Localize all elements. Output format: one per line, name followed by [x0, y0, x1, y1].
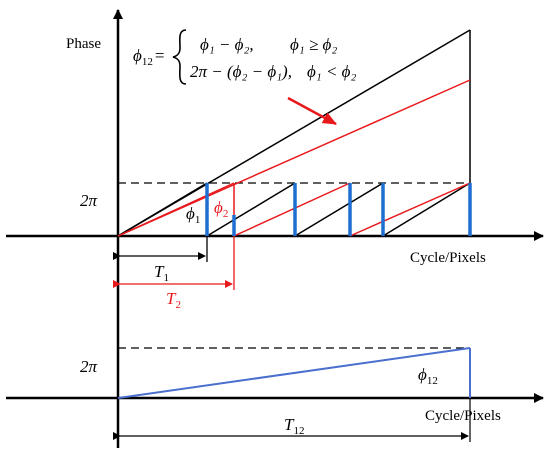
- wrapped-phase1-sawtooth: [117, 182, 471, 237]
- beat-phase-ramp: [117, 347, 471, 399]
- t2-label: T2: [166, 289, 181, 311]
- formula-case1-expr: ϕ₁ − ϕ₂,: [200, 35, 254, 54]
- phi12-label: ϕ12: [418, 365, 438, 387]
- x-axis-label-bottom: Cycle/Pixels: [425, 408, 501, 424]
- y-axis-label: Phase: [66, 36, 101, 52]
- two-pi-label-top: 2π: [80, 191, 98, 210]
- formula-equals: =: [155, 46, 165, 65]
- two-pi-label-bottom: 2π: [80, 357, 98, 376]
- formula-brace: [172, 29, 187, 85]
- formula-lhs-sub: 12: [142, 56, 153, 68]
- formula-lhs: ϕ: [133, 46, 142, 65]
- pointer-arrow: [287, 96, 337, 126]
- t1-label: T1: [154, 262, 169, 284]
- phase-difference-formula: ϕ12= ϕ₁ − ϕ₂, ϕ₁ ≥ ϕ₂ 2π − (ϕ₂ − ϕ₁), ϕ₁…: [133, 29, 356, 85]
- formula-case2-expr: 2π − (ϕ₂ − ϕ₁),: [190, 62, 292, 81]
- svg-text:ϕ12=: ϕ12=: [133, 46, 164, 68]
- formula-case2-cond: ϕ₁ < ϕ₂: [307, 62, 356, 81]
- phi2-label: ϕ2: [214, 198, 228, 220]
- phase-jump-markers: [205, 183, 472, 236]
- t12-label: T12: [284, 415, 304, 437]
- formula-case1-cond: ϕ₁ ≥ ϕ₂: [290, 35, 337, 54]
- x-axis-label-top: Cycle/Pixels: [410, 250, 486, 266]
- phi1-label: ϕ1: [186, 204, 200, 226]
